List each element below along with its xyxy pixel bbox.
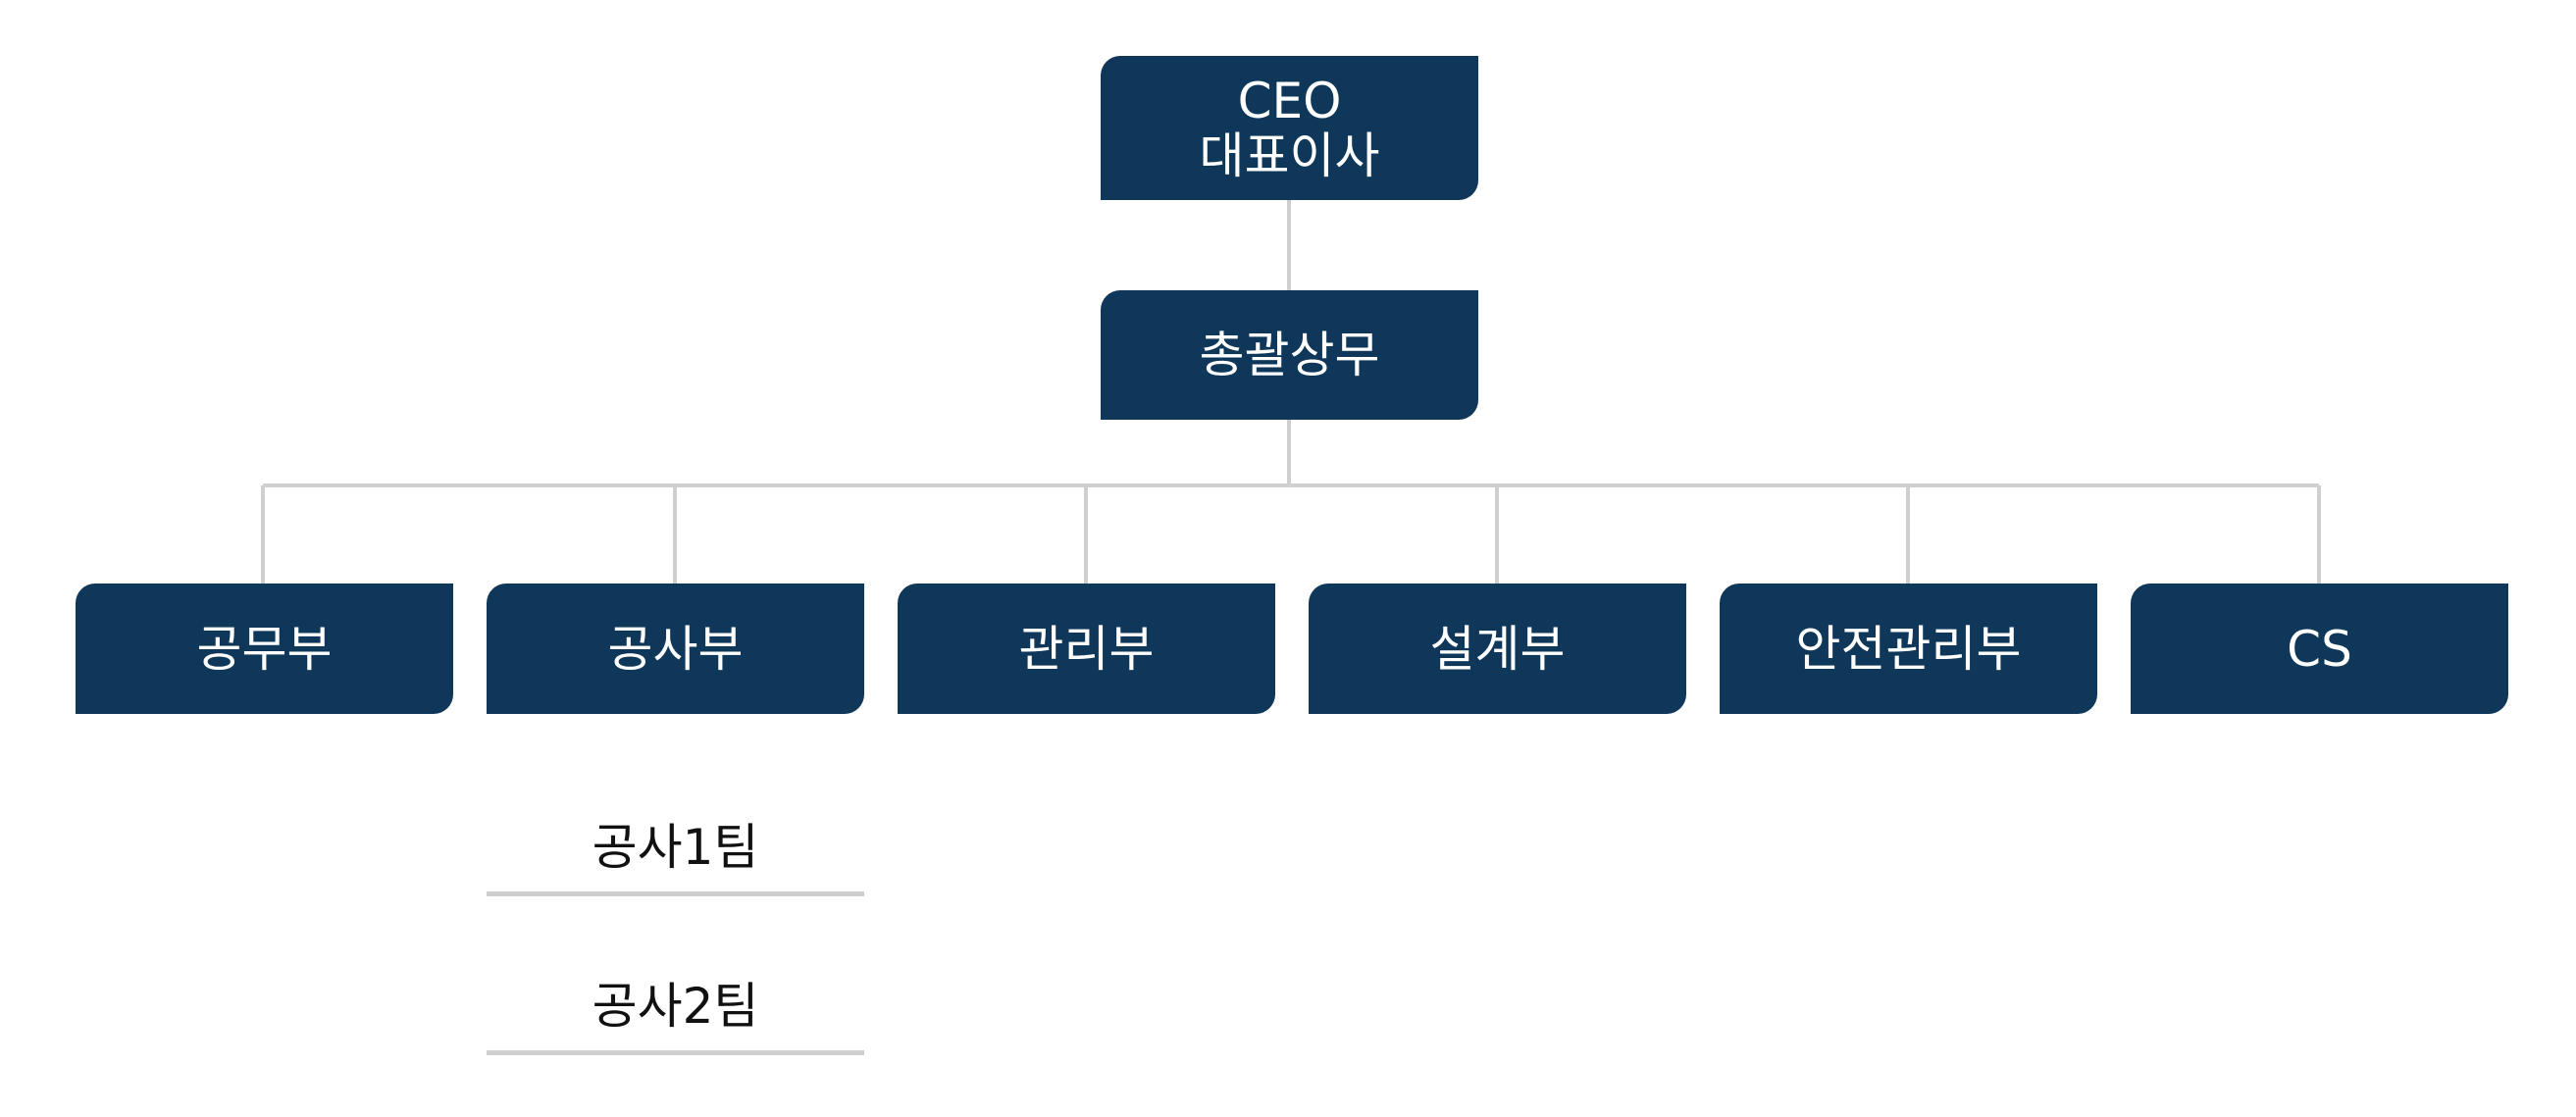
general-manager-label: 총괄상무 <box>1199 327 1380 383</box>
department-node-4: 설계부 <box>1309 584 1686 714</box>
department-label: 관리부 <box>1018 620 1155 678</box>
department-node-1: 공무부 <box>76 584 453 714</box>
subteam-label: 공사2팀 <box>592 977 759 1035</box>
department-label: 공사부 <box>607 620 744 678</box>
subteam-item-2: 공사2팀 <box>487 961 864 1055</box>
department-label: 안전관리부 <box>1795 620 2022 678</box>
department-node-3: 관리부 <box>898 584 1275 714</box>
department-label: 설계부 <box>1429 620 1566 678</box>
ceo-node: CEO 대표이사 <box>1101 56 1478 200</box>
ceo-title: CEO <box>1237 72 1342 129</box>
department-node-6: CS <box>2131 584 2508 714</box>
department-label: 공무부 <box>196 620 333 678</box>
department-node-5: 안전관리부 <box>1720 584 2097 714</box>
subteam-item-1: 공사1팀 <box>487 802 864 896</box>
department-label: CS <box>2287 620 2352 678</box>
subteam-label: 공사1팀 <box>592 818 759 876</box>
ceo-subtitle: 대표이사 <box>1199 127 1380 184</box>
general-manager-node: 총괄상무 <box>1101 290 1478 420</box>
department-node-2: 공사부 <box>487 584 864 714</box>
